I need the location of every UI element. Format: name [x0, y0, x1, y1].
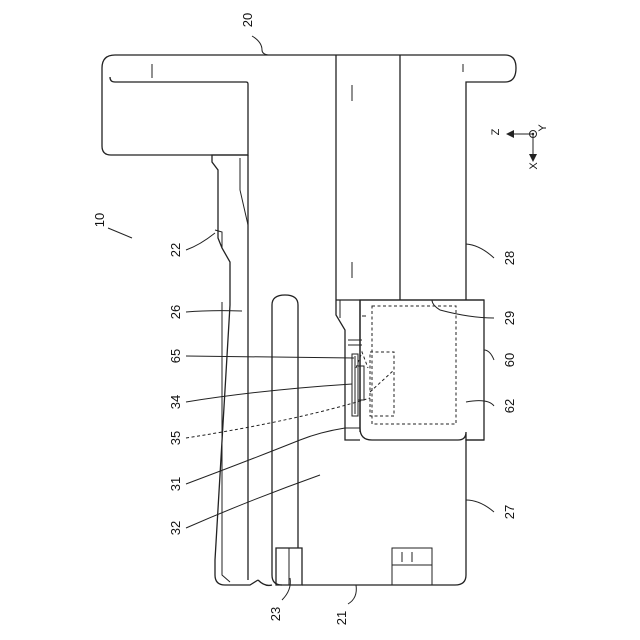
reference-numerals: 20 10 22 26 65 34 35 31 32 23 21 28 29 6… — [92, 13, 517, 625]
label-31: 31 — [168, 477, 183, 491]
label-22: 22 — [168, 243, 183, 257]
leader-lines — [108, 36, 494, 604]
axis-label-z: Z — [490, 128, 502, 135]
label-20: 20 — [240, 13, 255, 27]
axis-label-y: Y — [537, 124, 549, 132]
label-21: 21 — [334, 611, 349, 625]
label-28: 28 — [502, 251, 517, 265]
label-26: 26 — [168, 305, 183, 319]
label-60: 60 — [502, 353, 517, 367]
label-65: 65 — [168, 349, 183, 363]
axis-label-x: X — [528, 162, 540, 170]
label-23: 23 — [268, 607, 283, 621]
housing-outline — [102, 55, 516, 585]
terminal-detail — [345, 340, 394, 428]
label-27: 27 — [502, 505, 517, 519]
label-10: 10 — [92, 213, 107, 227]
label-62: 62 — [502, 399, 517, 413]
coordinate-axes: Y Z X — [490, 124, 549, 170]
label-35: 35 — [168, 431, 183, 445]
label-34: 34 — [168, 395, 183, 409]
cover-part-60 — [360, 300, 484, 440]
label-29: 29 — [502, 311, 517, 325]
label-32: 32 — [168, 521, 183, 535]
